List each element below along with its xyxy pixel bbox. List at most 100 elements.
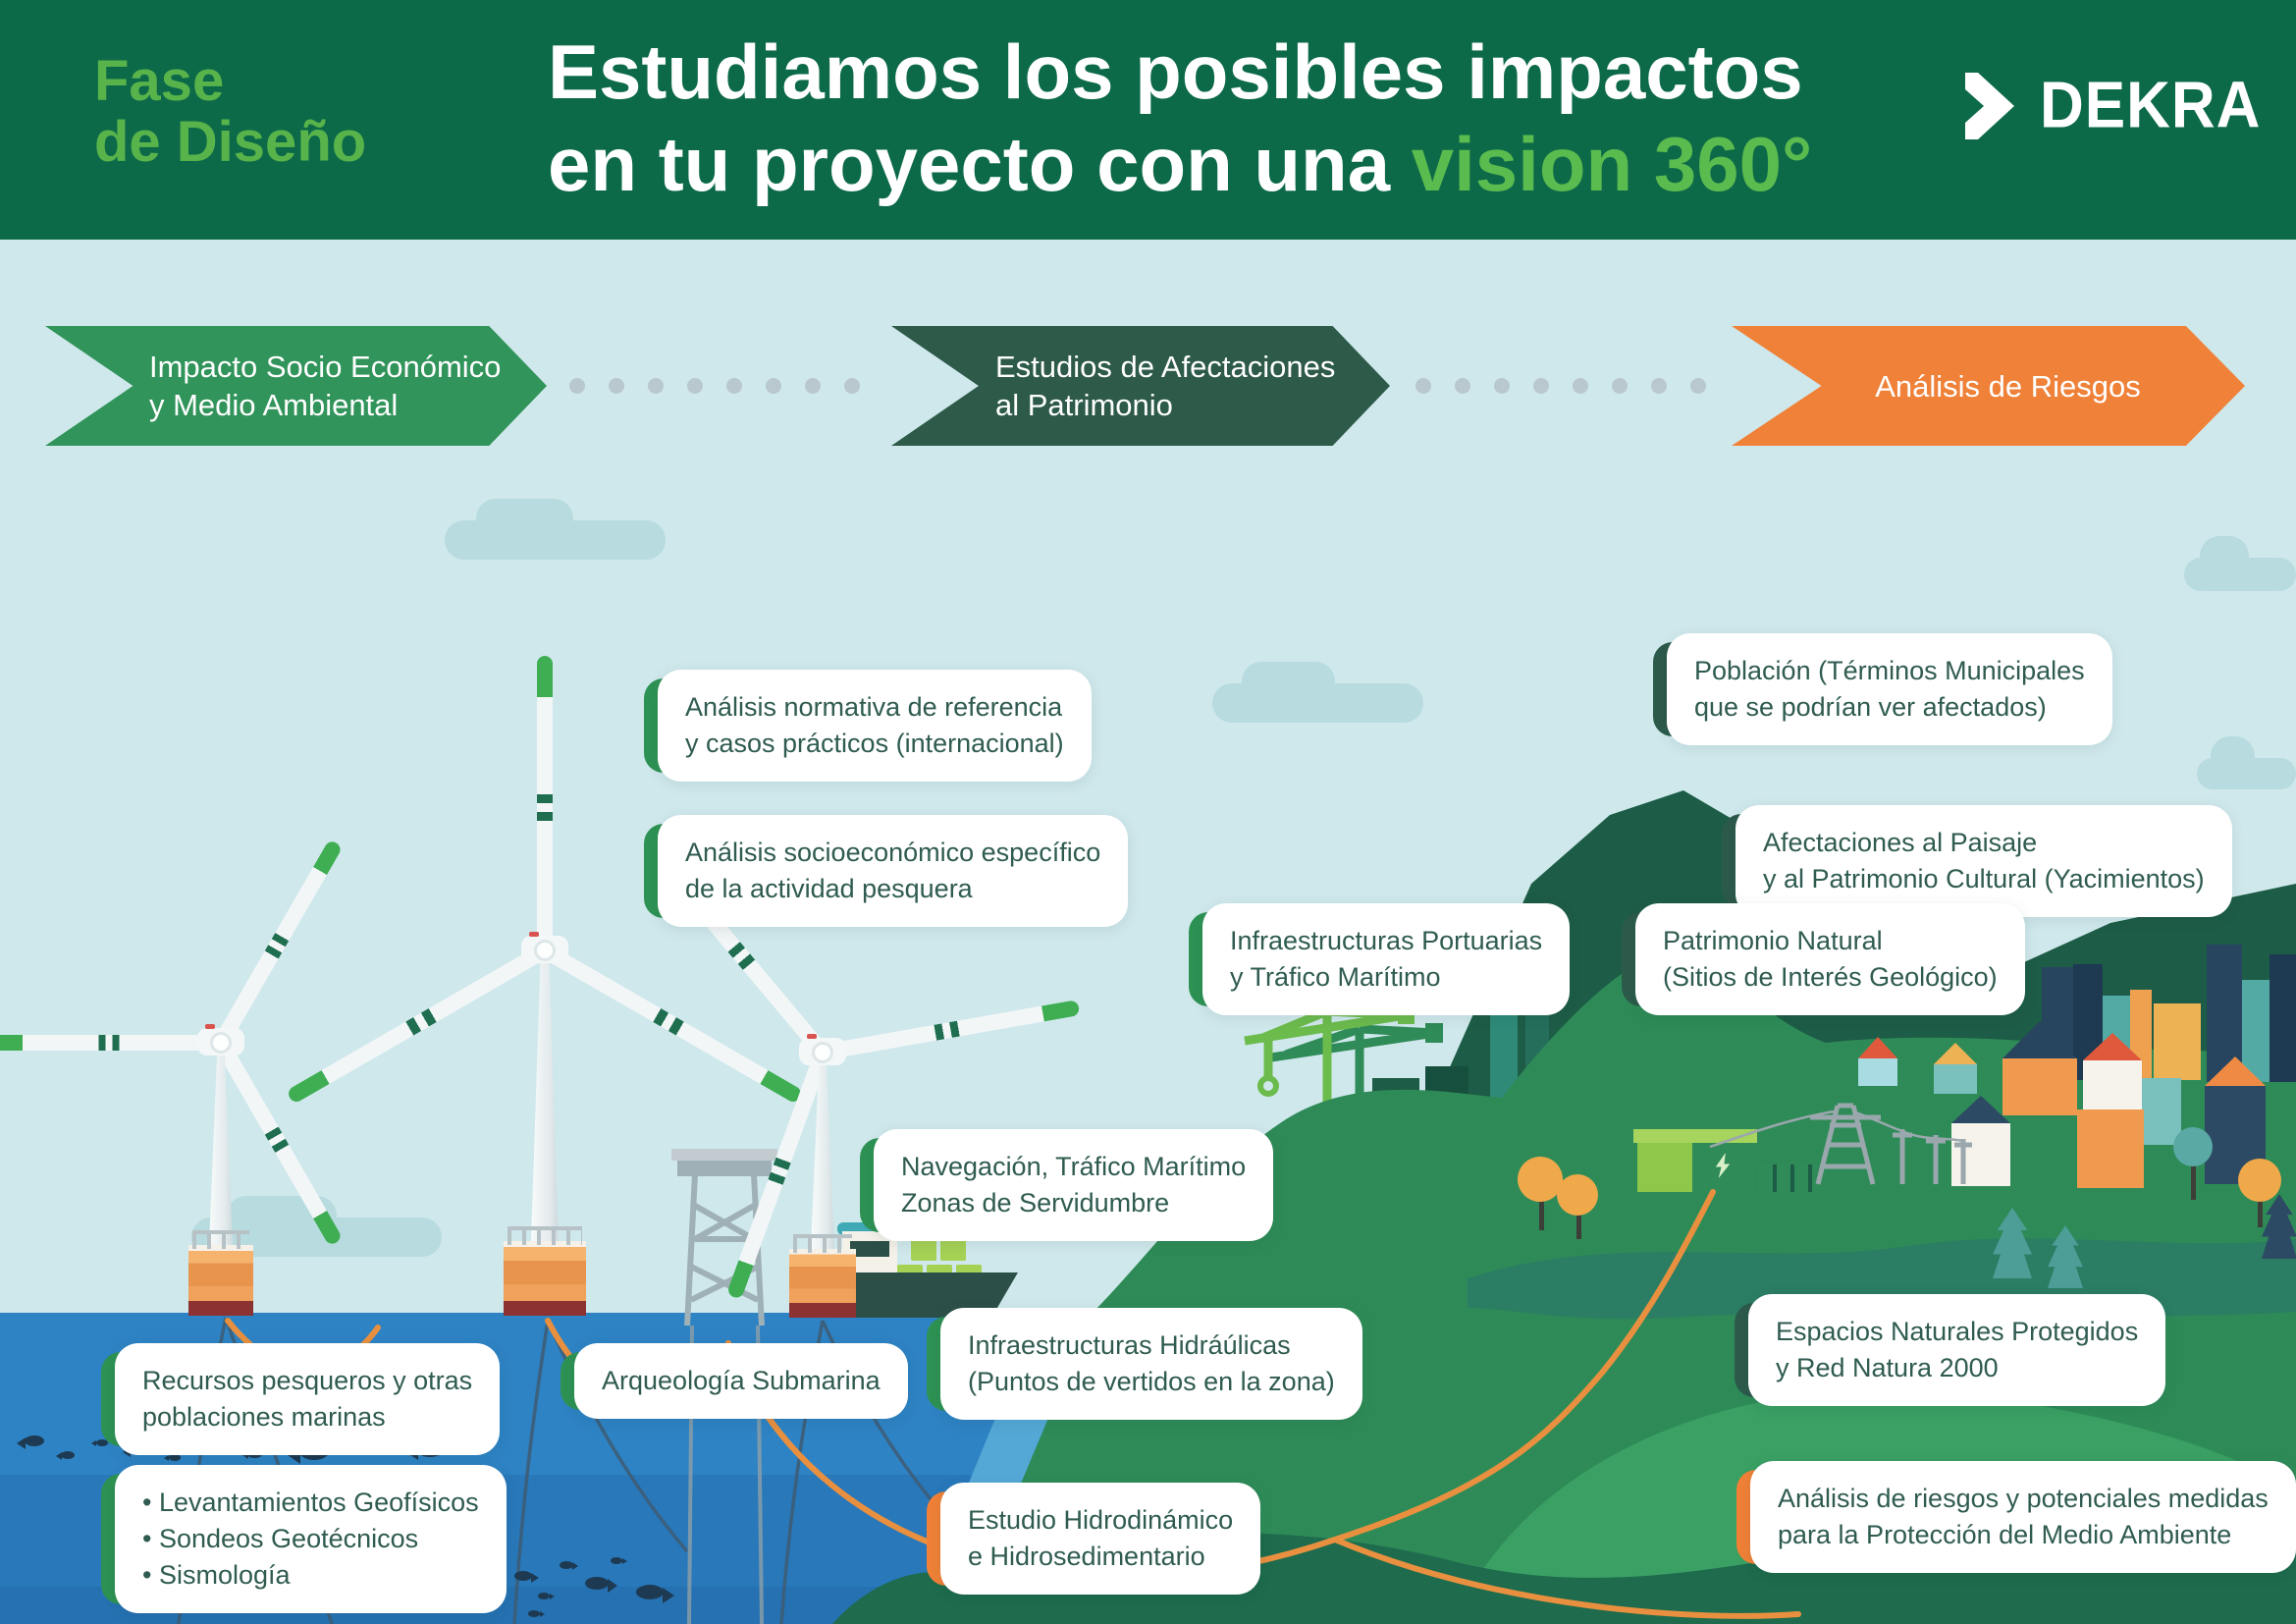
connector-dot: [1573, 378, 1588, 394]
floating-base: [789, 1234, 856, 1318]
phase-title-line: de Diseño: [94, 110, 367, 174]
main-title-highlight: vision 360°: [1411, 121, 1813, 207]
substation-building: [1637, 1143, 1692, 1192]
label-afectaciones-paisaje: Afectaciones al Paisaje y al Patrimonio C…: [1722, 805, 2232, 917]
label-text: de la actividad pesquera: [685, 874, 973, 903]
label-poblacion: Población (Términos Municipales que se po…: [1653, 633, 2112, 745]
connector-dot: [1455, 378, 1470, 394]
banner-estudios-patrimonio: Estudios de Afectaciones al Patrimonio: [891, 326, 1390, 446]
connector-dot: [1415, 378, 1431, 394]
house: [2077, 1110, 2144, 1188]
house: [2002, 1058, 2077, 1115]
brand-name: DEKRA: [2040, 69, 2262, 142]
label-text: Recursos pesqueros y otras: [142, 1366, 473, 1395]
fish-icon: [585, 1577, 609, 1590]
main-title: Estudiamos los posibles impactos en tu p…: [548, 26, 1812, 210]
label-text: para la Protección del Medio Ambiente: [1778, 1520, 2232, 1549]
tree-icon: [2173, 1127, 2213, 1166]
connector-dot: [766, 378, 781, 394]
label-patrimonio-natural: Patrimonio Natural (Sitios de Interés Geo…: [1622, 903, 2025, 1015]
label-text: y casos prácticos (internacional): [685, 729, 1064, 758]
label-text: Población (Términos Municipales: [1694, 656, 2085, 685]
label-analisis-riesgos-medidas: Análisis de riesgos y potenciales medida…: [1736, 1461, 2296, 1573]
tree-trunk: [2191, 1157, 2196, 1200]
label-analisis-socioeconomico: Análisis socioeconómico específico de la …: [644, 815, 1129, 927]
house: [1934, 1064, 1977, 1094]
label-text: Análisis normativa de referencia: [685, 692, 1063, 722]
connector-dot: [1690, 378, 1706, 394]
banner-text: Impacto Socio Económico: [149, 350, 502, 384]
label-text: Infraestructuras Hidráúlicas: [968, 1330, 1291, 1360]
fish-icon: [169, 1454, 181, 1461]
label-estudio-hidrodinamico: Estudio Hidrodinámico e Hidrosedimentario: [927, 1483, 1261, 1595]
connector-dot: [1533, 378, 1549, 394]
label-text: Análisis socioeconómico específico: [685, 838, 1101, 867]
connector-dot: [1651, 378, 1667, 394]
banner-text: al Patrimonio: [995, 388, 1173, 422]
tree-icon: [1557, 1174, 1598, 1216]
label-arqueologia-submarina: Arqueología Submarina: [561, 1343, 908, 1419]
connector-dot: [648, 378, 664, 394]
house: [1858, 1058, 1897, 1086]
label-text: que se podrían ver afectados): [1694, 692, 2047, 722]
house-roof: [1951, 1096, 2010, 1123]
label-text: y Red Natura 2000: [1776, 1353, 1999, 1382]
label-text: (Sitios de Interés Geológico): [1663, 962, 1998, 992]
list-item: Sondeos Geotécnicos: [142, 1521, 479, 1557]
house: [2142, 1078, 2181, 1145]
label-text: Zonas de Servidumbre: [901, 1188, 1170, 1218]
turbine-blade: [214, 839, 344, 1047]
turbine-blade: [537, 656, 553, 950]
banner-text: y Medio Ambiental: [149, 388, 399, 422]
dekra-arrow-icon: [1965, 72, 2014, 139]
connector-dot: [609, 378, 624, 394]
turbine-blade: [541, 944, 804, 1105]
fish-icon: [514, 1571, 532, 1581]
turbine-tower: [531, 960, 559, 1241]
connector-dot: [687, 378, 703, 394]
container-icon: [911, 1237, 936, 1261]
floating-base: [504, 1226, 586, 1316]
cloud-icon: [2197, 736, 2296, 789]
phase-title: Fase de Diseño: [94, 51, 366, 173]
fish-icon: [611, 1557, 622, 1564]
label-text: y al Patrimonio Cultural (Yacimientos): [1763, 864, 2205, 893]
label-infraestructuras-hidraulicas: Infraestructuras Hidráúlicas(Puntos de v…: [927, 1308, 1362, 1420]
tree-icon: [2238, 1159, 2281, 1202]
fish-icon: [25, 1435, 44, 1446]
fish-icon: [96, 1439, 108, 1446]
label-text: Patrimonio Natural: [1663, 926, 1883, 955]
banner-text: Análisis de Riesgos: [1875, 368, 2141, 404]
list-item: Sismología: [142, 1557, 479, 1594]
label-recursos-pesqueros: Recursos pesqueros y otras poblaciones ma…: [101, 1343, 501, 1455]
label-infraestructuras-portuarias: Infraestructuras Portuarias y Tráfico Mar…: [1189, 903, 1571, 1015]
label-text: Afectaciones al Paisaje: [1763, 828, 2038, 857]
dotted-connector: [1415, 378, 1706, 394]
cloud-icon: [445, 499, 666, 560]
pine-tree-icon: [2048, 1225, 2083, 1288]
label-text: y Tráfico Marítimo: [1230, 962, 1441, 992]
phase-title-line: Fase: [94, 49, 225, 113]
fish-icon: [538, 1593, 550, 1599]
label-text: Infraestructuras Portuarias: [1230, 926, 1543, 955]
cloud-icon: [1212, 662, 1423, 723]
fish-icon: [636, 1585, 664, 1599]
cloud-icon: [2184, 536, 2296, 591]
pine-tree-icon: [2262, 1194, 2296, 1259]
label-text: e Hidrosedimentario: [968, 1542, 1205, 1571]
label-text: Análisis de riesgos y potenciales medida…: [1778, 1484, 2269, 1513]
turbine-blade: [0, 1035, 221, 1051]
dotted-connector: [569, 378, 860, 394]
header-band: Fase de Diseño Estudiamos los posibles i…: [0, 0, 2296, 240]
label-text: poblaciones marinas: [142, 1402, 386, 1432]
label-text: Estudio Hidrodinámico: [968, 1505, 1234, 1535]
house-roof: [2002, 1021, 2077, 1058]
brand-logo: DEKRA: [1965, 69, 2262, 142]
label-text: Arqueología Submarina: [602, 1366, 881, 1395]
banner-analisis-riesgos: Análisis de Riesgos: [1732, 326, 2245, 446]
connector-dot: [569, 378, 585, 394]
pine-tree-icon: [1993, 1208, 2032, 1278]
house-roof: [1858, 1037, 1897, 1058]
